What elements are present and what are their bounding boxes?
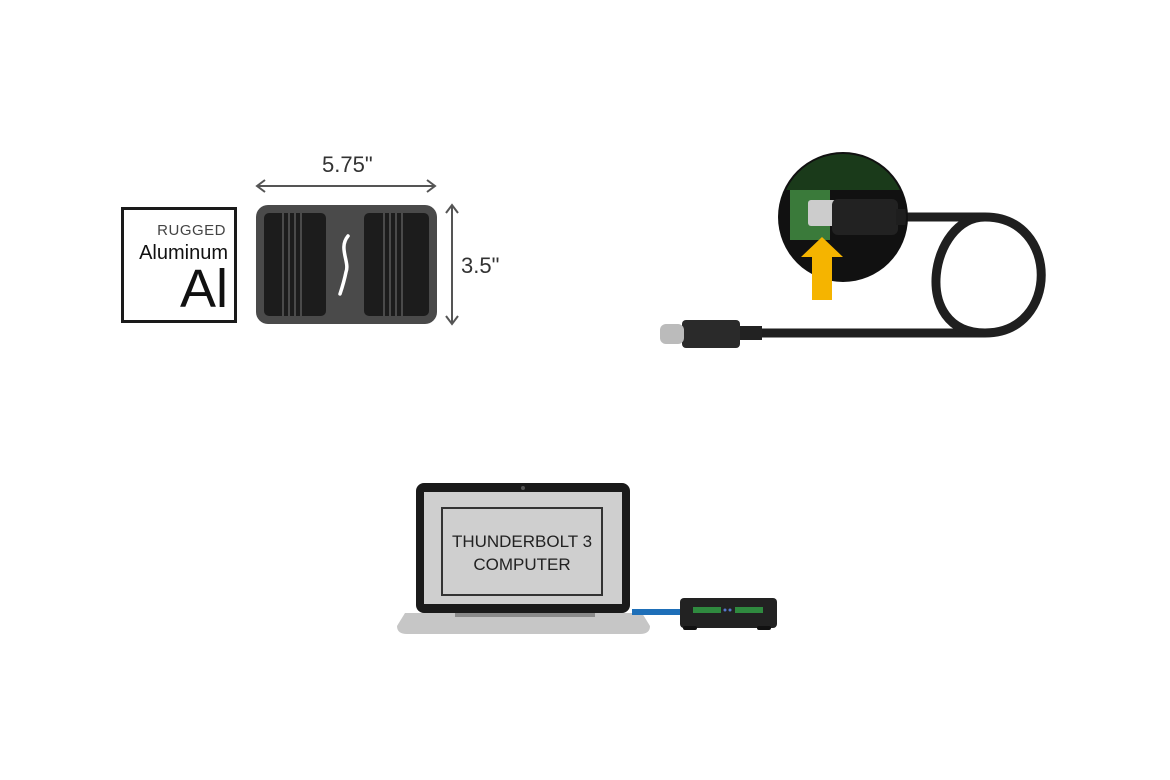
height-label: 3.5": [461, 253, 500, 278]
laptop-screen-label: THUNDERBOLT 3 COMPUTER: [442, 530, 602, 576]
logo-symbol-text: Al: [179, 259, 228, 319]
height-dimension-arrow: [445, 203, 459, 326]
blue-thunderbolt-cable: [632, 609, 682, 615]
width-dimension-arrow: [255, 179, 437, 193]
thunderbolt-cable: [660, 212, 1046, 348]
thunderbolt-s-icon: [338, 234, 350, 296]
port-closeup: [778, 152, 908, 300]
interface-device: [680, 598, 777, 630]
logo-aluminum-text: Aluminum: [139, 242, 228, 264]
width-label: 5.75": [322, 152, 373, 177]
laptop-label-line2: COMPUTER: [473, 555, 571, 574]
laptop-label-line1: THUNDERBOLT 3: [451, 532, 593, 551]
laptop: [397, 483, 650, 634]
insert-arrow-icon: [801, 237, 843, 300]
rugged-aluminum-logo: RUGGED Aluminum Al: [121, 207, 237, 323]
device-top-view: [256, 205, 437, 324]
logo-rugged-text: RUGGED: [157, 222, 226, 239]
